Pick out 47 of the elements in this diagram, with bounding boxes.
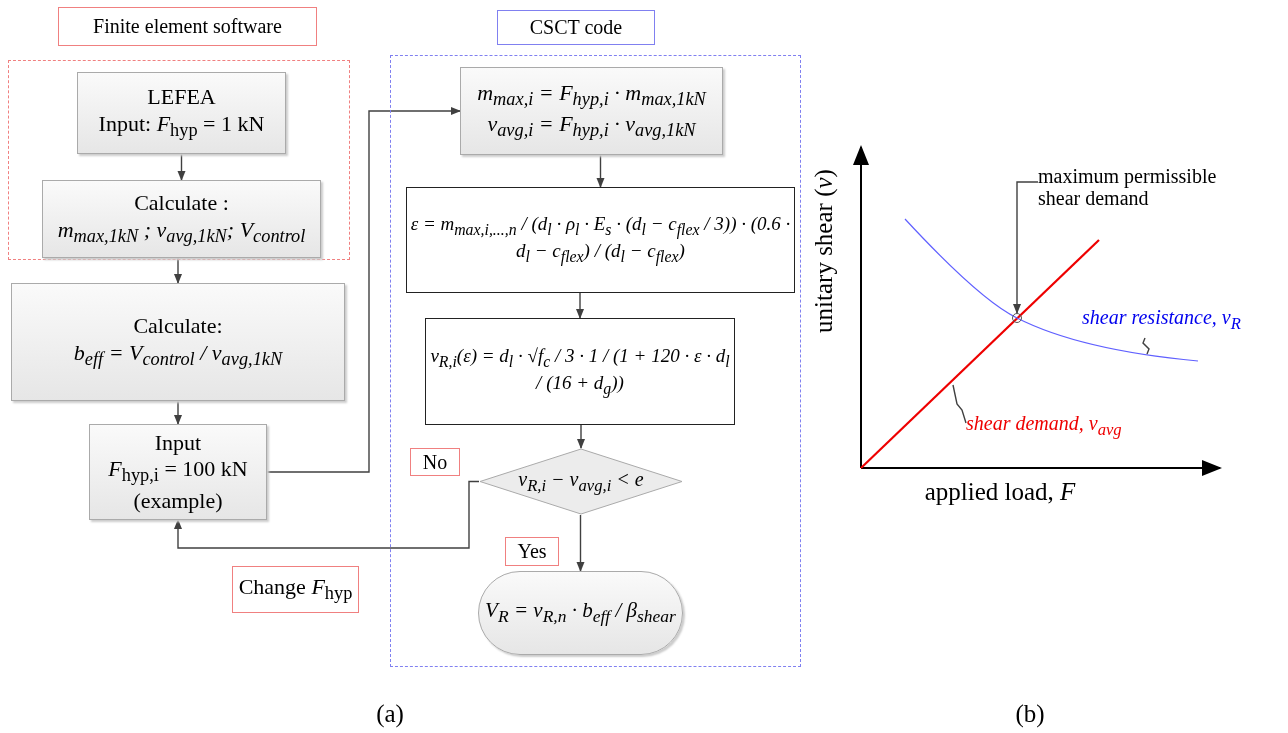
group-title: CSCT code <box>497 10 655 45</box>
box-text: Input <box>154 429 202 457</box>
arrow <box>174 257 182 284</box>
edge-label: Yes <box>505 537 559 566</box>
arrow <box>576 514 585 572</box>
box-text: F$_{hyp,i}$ = 100 kN <box>108 456 248 488</box>
process-box <box>460 67 723 155</box>
box-text: (example) <box>133 487 223 515</box>
arrow <box>1013 181 1039 314</box>
box-text: v$_{avg,i}$ = F$_{hyp,i}$ · v$_{avg,1kN}$ <box>487 111 696 143</box>
terminal-box <box>478 571 683 655</box>
formula-box <box>406 187 795 293</box>
box-text: V$_{R}$ = v$_{R,n}$ · b$_{eff}$ / β$_{shear}$ <box>485 598 676 628</box>
annotation-text: maximum permissible shear demand <box>1038 165 1263 225</box>
box-text: m$_{max,i}$ = F$_{hyp,i}$ · m$_{max,1kN}$ <box>477 79 706 111</box>
group-title: Finite element software <box>58 7 317 46</box>
arrow <box>174 480 480 549</box>
box-text: m$_{max,1kN}$ ; v$_{avg,1kN}$; V$_{control}$ <box>57 216 306 248</box>
box-text: Calculate : <box>134 190 229 217</box>
process-box <box>42 180 321 258</box>
annotation-text: shear resistance, v$_{R}$ <box>1082 306 1286 338</box>
axis-title: unitary shear (v) <box>810 168 838 335</box>
box-text: ε = m$_{max,i,...,n}$ / (d$_{l}$ · ρ$_{l}$ · E$_{s}$ · (d$_{l}$ − c$_{flex}$ / 3)) · (0.6 · d$_{l}$ − c$_{flex}$) / (d$_{l}$ − c$_{flex}$) <box>409 213 792 267</box>
arrow <box>266 107 461 473</box>
arrow <box>177 153 186 181</box>
box-text: LEFEA <box>147 84 216 111</box>
arrow <box>576 292 584 319</box>
formula-box <box>425 318 735 425</box>
panel-label: (a) <box>375 700 405 730</box>
arrow <box>174 400 182 425</box>
arrow <box>577 424 585 449</box>
leader-line <box>1142 337 1150 355</box>
note-label: Change F$_{hyp}$ <box>232 566 359 613</box>
decision-text: v$_{R,i}$ − v$_{avg,i}$ < e <box>518 467 644 496</box>
process-box <box>89 424 267 520</box>
process-box <box>77 72 286 154</box>
annotation-text: shear demand, v$_{avg}$ <box>966 412 1158 446</box>
edge-label: No <box>410 448 460 476</box>
panel-label: (b) <box>1014 700 1046 730</box>
process-box <box>11 283 345 401</box>
leader-line <box>952 384 967 424</box>
box-text: Calculate: <box>133 313 223 340</box>
box-text: Input: F$_{hyp}$ = 1 kN <box>98 110 265 142</box>
arrow <box>596 154 605 188</box>
box-text: v$_{R,i}$(ε) = d$_{l}$ · √f$_{c}$ / 3 · 1 / (1 + 120 · ε · d$_{l}$ / (16 + d$_{g}$)) <box>429 344 731 399</box>
axis-title: applied load, F <box>923 478 1077 507</box>
box-text: b$_{eff}$ = V$_{control}$ / v$_{avg,1kN}$ <box>73 339 283 371</box>
